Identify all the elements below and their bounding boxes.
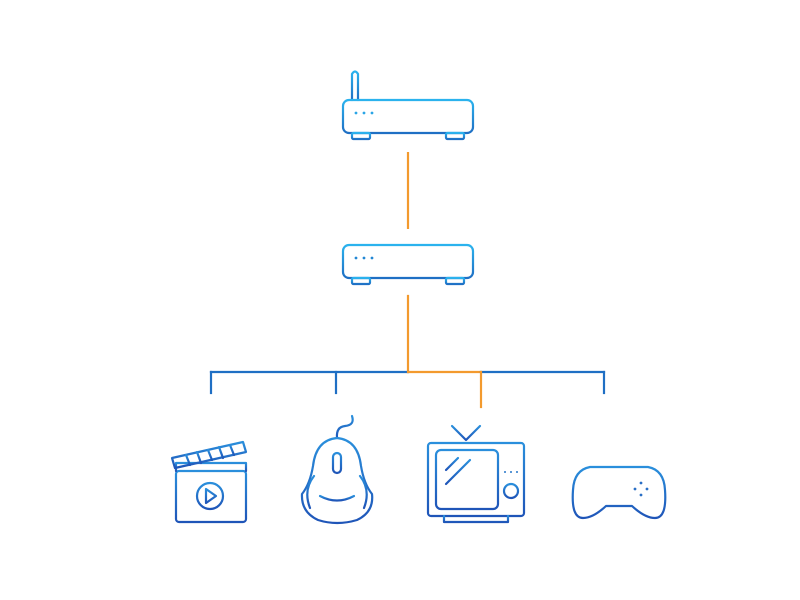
- television-icon: [426, 424, 526, 524]
- router-icon: [341, 70, 475, 141]
- video-clapperboard-icon: [170, 440, 248, 524]
- modem-icon: [341, 243, 475, 286]
- distribution-tree: [209, 294, 606, 409]
- gamepad-icon: [571, 465, 667, 520]
- gaming-mouse-icon: [300, 414, 374, 525]
